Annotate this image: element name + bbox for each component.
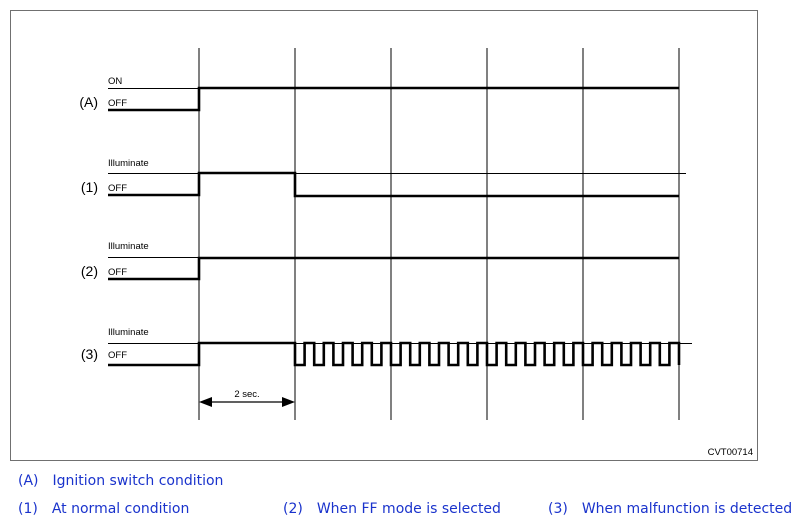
signal-3-waveform [108,341,681,367]
legend-text: When FF mode is selected [316,501,501,517]
signal-2-waveform [108,256,679,281]
signal-3-low-label: OFF [108,350,127,361]
signal-1: Illuminate OFF (1) [81,158,686,198]
signal-2: Illuminate OFF (2) [81,241,679,281]
signal-2-low-label: OFF [108,267,127,278]
signal-2-id: (2) [81,263,98,279]
legend-text: At normal condition [51,501,190,517]
signal-3-high-label: Illuminate [108,327,149,338]
arrow-right-icon [282,397,295,407]
legend-text: When malfunction is detected [581,501,793,517]
signal-3: Illuminate OFF (3) [81,327,692,367]
signal-a-waveform [108,86,679,112]
timing-diagram: ON OFF (A) Illuminate OFF (1) Illuminate… [10,10,758,461]
legend-item-3: (3) When malfunction is detected [548,501,792,517]
interval-label: 2 sec. [234,389,259,400]
diagram-code: CVT00714 [708,447,753,458]
signal-a-low-label: OFF [108,98,127,109]
signal-1-id: (1) [81,179,98,195]
legend-key: (A) [18,473,39,489]
signal-1-low-label: OFF [108,183,127,194]
legend-item-a: (A) Ignition switch condition [18,473,223,489]
signal-a: ON OFF (A) [79,76,679,112]
legend-item-1: (1) At normal condition [18,501,189,517]
interval-dimension: 2 sec. [199,389,295,407]
legend-item-2: (2) When FF mode is selected [283,501,501,517]
signal-a-id: (A) [79,94,98,110]
legend-key: (3) [548,501,568,517]
signal-1-high-label: Illuminate [108,158,149,169]
signal-1-waveform [108,171,679,198]
legend-key: (2) [283,501,303,517]
legend-key: (1) [18,501,38,517]
signal-a-high-label: ON [108,76,122,87]
legend-text: Ignition switch condition [52,473,224,489]
arrow-left-icon [199,397,212,407]
signal-3-id: (3) [81,346,98,362]
signal-2-high-label: Illuminate [108,241,149,252]
diagram-frame [10,10,758,461]
